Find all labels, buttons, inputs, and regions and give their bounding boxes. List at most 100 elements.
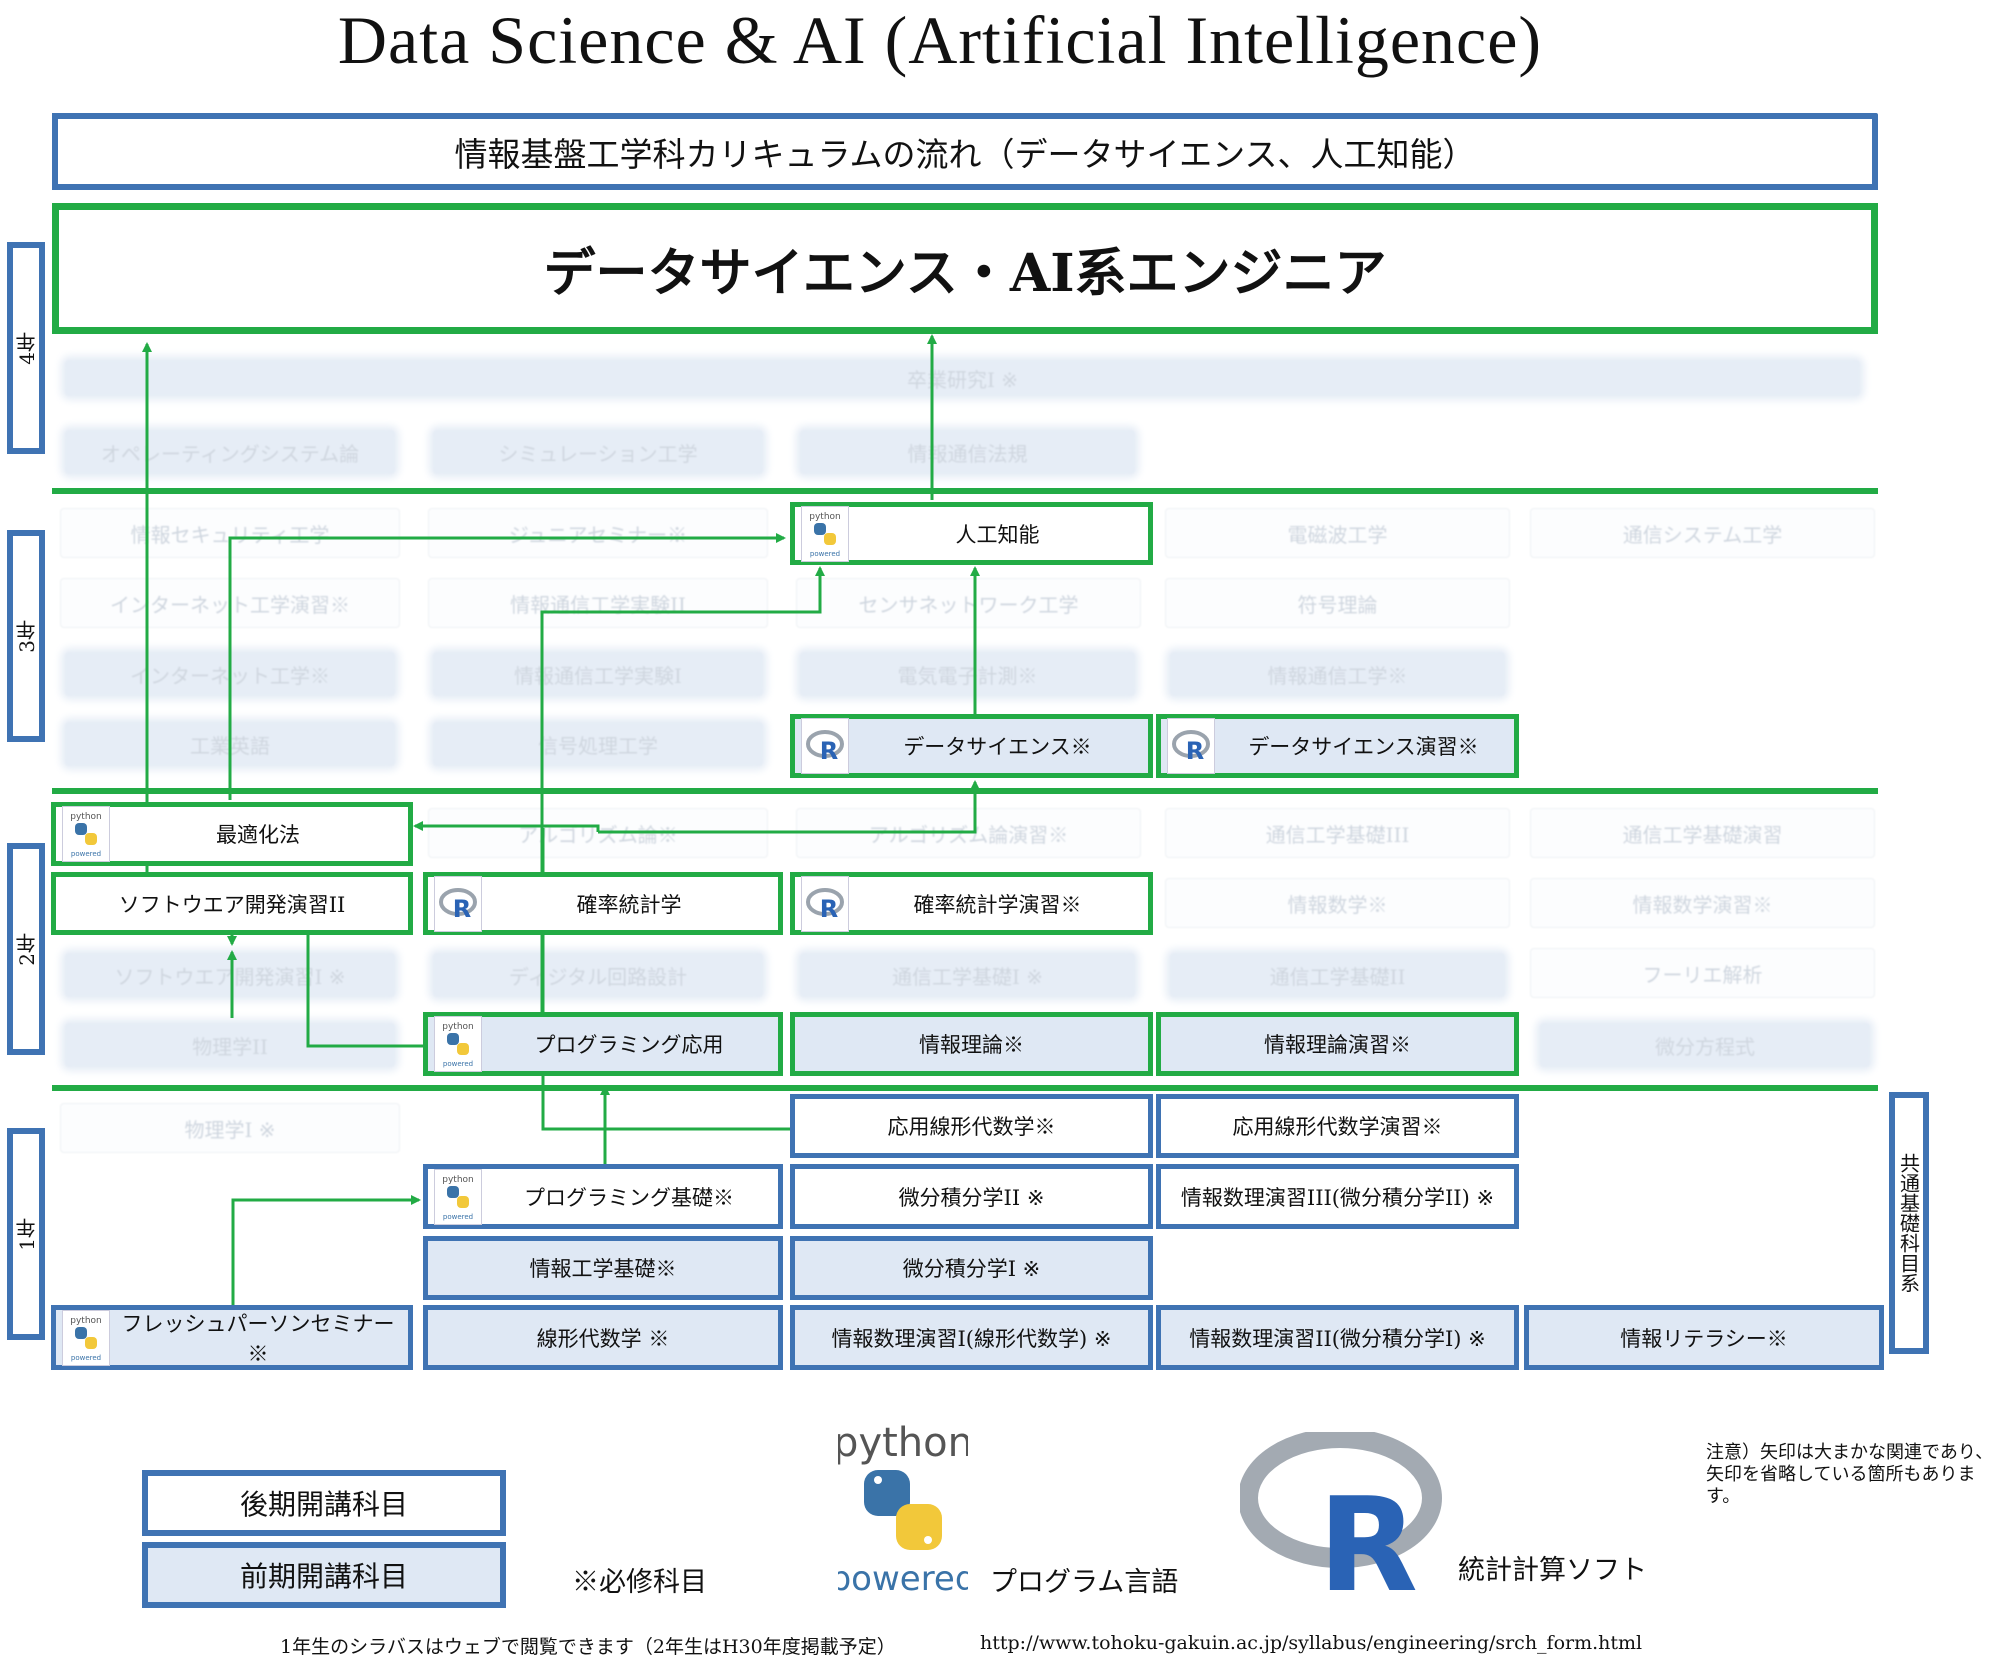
legend-early-semester: 前期開講科目 bbox=[142, 1542, 506, 1608]
course-math-ex-2[interactable]: 情報数理演習II(微分積分学I) ※ bbox=[1156, 1305, 1519, 1370]
svg-text:powered: powered bbox=[810, 550, 840, 558]
python-icon: python powered bbox=[801, 505, 849, 562]
course-label: 確率統計学演習※ bbox=[913, 892, 1082, 917]
ghost-course: 通信システム工学 bbox=[1530, 508, 1875, 558]
course-data-science[interactable]: R データサイエンス※ bbox=[790, 714, 1153, 778]
svg-text:powered: powered bbox=[443, 1213, 473, 1221]
r-icon: R bbox=[1167, 718, 1215, 774]
course-calculus-2[interactable]: 微分積分学II ※ bbox=[790, 1164, 1153, 1229]
ghost-course: アルゴリズム論※ bbox=[428, 808, 768, 858]
note-text: 注意）矢印は大まかな関連であり、矢印を省略している箇所もあります。 bbox=[1706, 1442, 1994, 1507]
course-calculus-1[interactable]: 微分積分学I ※ bbox=[790, 1236, 1153, 1300]
course-software-dev-2[interactable]: ソフトウエア開発演習II bbox=[51, 872, 413, 935]
ghost-course: センサネットワーク工学 bbox=[796, 578, 1141, 628]
legend-stats-software: 統計計算ソフト bbox=[1458, 1555, 1647, 1586]
ghost-course: 通信工学基礎演習 bbox=[1530, 808, 1875, 858]
ghost-course: 信号処理工学 bbox=[433, 722, 763, 766]
python-icon: python powered bbox=[434, 1168, 482, 1225]
course-label: フレッシュパーソンセミナー ※ bbox=[121, 1311, 395, 1366]
course-label: 情報リテラシー※ bbox=[1620, 1326, 1788, 1351]
ghost-course: 物理学II bbox=[65, 1023, 395, 1067]
svg-text:R: R bbox=[1186, 737, 1204, 765]
r-logo-icon: R bbox=[1238, 1428, 1450, 1621]
ghost-course: 電気電子計測※ bbox=[800, 652, 1135, 696]
course-label: 情報数理演習I(線形代数学) ※ bbox=[831, 1326, 1112, 1351]
ghost-course: アルゴリズム論演習※ bbox=[796, 808, 1141, 858]
course-math-ex-1[interactable]: 情報数理演習I(線形代数学) ※ bbox=[790, 1305, 1153, 1370]
legend-late-semester: 後期開講科目 bbox=[142, 1470, 506, 1536]
svg-text:python: python bbox=[442, 1175, 473, 1185]
common-subjects-label: 共通基礎科目系 bbox=[1889, 1092, 1929, 1354]
ghost-course: シミュレーション工学 bbox=[433, 430, 763, 474]
ghost-course: 情報通信工学実験II bbox=[428, 578, 768, 628]
python-icon: python powered bbox=[62, 1309, 110, 1366]
course-math-ex-3[interactable]: 情報数理演習III(微分積分学II) ※ bbox=[1156, 1164, 1519, 1229]
ghost-course: 工業英語 bbox=[65, 722, 395, 766]
ghost-course: 電磁波工学 bbox=[1165, 508, 1510, 558]
course-label: 情報理論演習※ bbox=[1264, 1033, 1411, 1057]
year-3-label: 3年 bbox=[7, 530, 45, 742]
svg-text:R: R bbox=[453, 895, 471, 923]
svg-text:R: R bbox=[820, 895, 838, 923]
course-label: 微分積分学II ※ bbox=[898, 1185, 1045, 1210]
r-icon: R bbox=[801, 875, 849, 932]
ghost-course: インターネット工学※ bbox=[65, 652, 395, 696]
ghost-course: 通信工学基礎II bbox=[1170, 953, 1505, 997]
svg-text:powered: powered bbox=[838, 1559, 968, 1598]
ghost-course: 物理学I ※ bbox=[60, 1103, 400, 1153]
ghost-course: 通信工学基礎I ※ bbox=[800, 953, 1135, 997]
course-label: プログラミング応用 bbox=[534, 1033, 724, 1057]
year-2-label: 2年 bbox=[7, 843, 45, 1055]
course-probability[interactable]: R 確率統計学 bbox=[423, 872, 783, 935]
svg-text:python: python bbox=[809, 512, 840, 522]
ghost-course: ディジタル回路設計 bbox=[433, 953, 763, 997]
r-icon: R bbox=[801, 718, 849, 774]
svg-text:python: python bbox=[70, 1316, 101, 1326]
course-label: 最適化法 bbox=[216, 823, 300, 847]
ghost-course: 通信工学基礎III bbox=[1165, 808, 1510, 858]
r-icon: R bbox=[434, 875, 482, 932]
course-data-science-ex[interactable]: R データサイエンス演習※ bbox=[1156, 714, 1519, 778]
course-applied-linalg[interactable]: 応用線形代数学※ bbox=[790, 1094, 1153, 1158]
arrow bbox=[231, 1195, 421, 1306]
year-1-label: 1年 bbox=[7, 1128, 45, 1340]
python-logo-icon: python powered bbox=[830, 1418, 977, 1599]
course-label: 人工知能 bbox=[955, 522, 1040, 547]
curriculum-header: 情報基盤工学科カリキュラムの流れ（データサイエンス、人工知能） bbox=[52, 113, 1878, 190]
ghost-course: 情報通信工学実験I bbox=[433, 652, 763, 696]
course-label: 応用線形代数学※ bbox=[887, 1115, 1056, 1139]
ghost-course: 情報数学演習※ bbox=[1530, 878, 1875, 928]
course-probability-ex[interactable]: R 確率統計学演習※ bbox=[790, 872, 1153, 935]
svg-text:powered: powered bbox=[71, 1354, 101, 1362]
course-info-theory-ex[interactable]: 情報理論演習※ bbox=[1156, 1012, 1519, 1076]
course-applied-linalg-ex[interactable]: 応用線形代数学演習※ bbox=[1156, 1094, 1519, 1158]
ghost-course: フーリエ解析 bbox=[1530, 948, 1875, 998]
legend-required: ※必修科目 bbox=[572, 1567, 707, 1598]
svg-text:powered: powered bbox=[443, 1060, 473, 1068]
course-label: 確率統計学 bbox=[576, 892, 682, 917]
course-label: 情報数理演習II(微分積分学I) ※ bbox=[1189, 1326, 1486, 1351]
ghost-course: オペレーティングシステム論 bbox=[65, 430, 395, 474]
course-linear-algebra[interactable]: 線形代数学 ※ bbox=[423, 1305, 783, 1370]
course-label: ソフトウエア開発演習II bbox=[118, 892, 346, 917]
main-title: Data Science & AI (Artificial Intelligen… bbox=[337, 2, 1543, 78]
course-label: 微分積分学I ※ bbox=[902, 1257, 1041, 1281]
separator-3-2 bbox=[52, 788, 1878, 794]
course-label: データサイエンス演習※ bbox=[1248, 735, 1479, 759]
ghost-course: 情報通信工学※ bbox=[1170, 652, 1505, 696]
course-label: 情報数理演習III(微分積分学II) ※ bbox=[1180, 1185, 1495, 1210]
year-4-label: 4年 bbox=[7, 242, 45, 454]
svg-text:python: python bbox=[838, 1420, 968, 1466]
footer-url-link[interactable]: http://www.tohoku-gakuin.ac.jp/syllabus/… bbox=[980, 1632, 1643, 1654]
course-info-eng-basic[interactable]: 情報工学基礎※ bbox=[423, 1236, 783, 1300]
ghost-course: 卒業研究I ※ bbox=[65, 360, 1860, 396]
course-info-theory[interactable]: 情報理論※ bbox=[790, 1012, 1153, 1076]
course-label: データサイエンス※ bbox=[903, 735, 1092, 759]
course-freshman-seminar[interactable]: python powered フレッシュパーソンセミナー ※ bbox=[51, 1305, 413, 1370]
course-ai[interactable]: python powered 人工知能 bbox=[790, 502, 1153, 565]
course-literacy[interactable]: 情報リテラシー※ bbox=[1524, 1305, 1884, 1370]
ghost-course: 微分方程式 bbox=[1540, 1023, 1870, 1067]
